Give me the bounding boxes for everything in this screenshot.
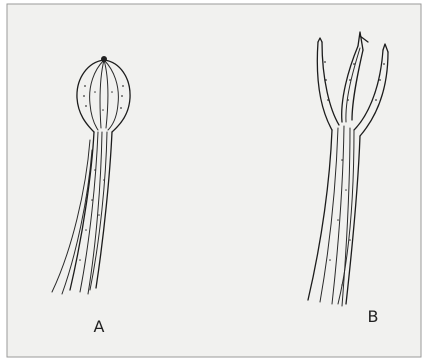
panel-label-a: A	[94, 317, 105, 336]
panel-label-b: B	[368, 307, 379, 326]
figure-border	[7, 4, 421, 357]
